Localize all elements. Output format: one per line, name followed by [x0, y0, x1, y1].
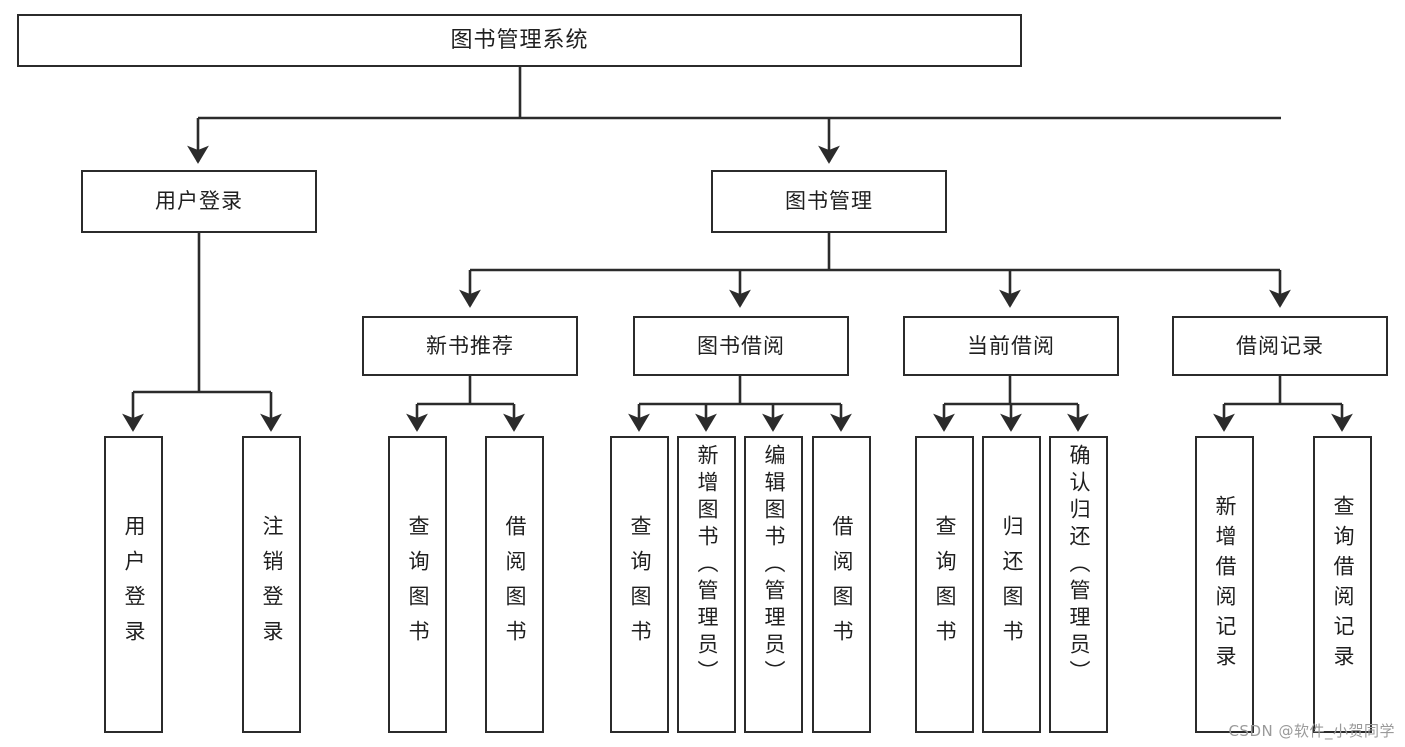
node-label: 借阅记录: [1236, 333, 1324, 358]
csdn-watermark: CSDN @软件_小贺同学: [1228, 722, 1395, 740]
node-label: 查询图书: [406, 514, 430, 655]
node-label: 归还图书: [1000, 514, 1024, 655]
leaf-query-book-current[interactable]: 查询图书: [915, 436, 974, 733]
node-label: 借阅图书: [503, 514, 527, 655]
node-book-manage[interactable]: 图书管理: [711, 170, 947, 233]
node-label: 图书管理系统: [450, 27, 589, 53]
leaf-user-login[interactable]: 用户登录: [104, 436, 163, 733]
node-book-borrow[interactable]: 图书借阅: [633, 316, 849, 376]
leaf-add-book-admin[interactable]: 新增图书（管理员）: [677, 436, 736, 733]
leaf-borrow-book[interactable]: 借阅图书: [812, 436, 871, 733]
leaf-return-book[interactable]: 归还图书: [982, 436, 1041, 733]
node-label: 用户登录: [122, 514, 146, 655]
leaf-confirm-return-admin[interactable]: 确认归还（管理员）: [1049, 436, 1108, 733]
node-label: 查询图书: [933, 514, 957, 655]
leaf-query-book-borrow[interactable]: 查询图书: [610, 436, 669, 733]
leaf-query-borrow-record[interactable]: 查询借阅记录: [1313, 436, 1372, 733]
leaf-add-borrow-record[interactable]: 新增借阅记录: [1195, 436, 1254, 733]
node-label: 新书推荐: [426, 333, 514, 358]
node-label: 图书管理: [785, 189, 873, 214]
node-label: 查询借阅记录: [1331, 494, 1355, 675]
node-label: 借阅图书: [830, 514, 854, 655]
node-label: 注销登录: [260, 514, 284, 655]
leaf-borrow-book-recommend[interactable]: 借阅图书: [485, 436, 544, 733]
node-label: 查询图书: [628, 514, 652, 655]
leaf-query-book-recommend[interactable]: 查询图书: [388, 436, 447, 733]
node-label: 当前借阅: [967, 333, 1055, 358]
node-label: 新增图书（管理员）: [695, 444, 719, 687]
node-current-borrow[interactable]: 当前借阅: [903, 316, 1119, 376]
leaf-edit-book-admin[interactable]: 编辑图书（管理员）: [744, 436, 803, 733]
node-borrow-record[interactable]: 借阅记录: [1172, 316, 1388, 376]
leaf-logout[interactable]: 注销登录: [242, 436, 301, 733]
node-label: 新增借阅记录: [1213, 494, 1237, 675]
node-new-book-recommend[interactable]: 新书推荐: [362, 316, 578, 376]
node-label: 图书借阅: [697, 333, 785, 358]
node-root-system[interactable]: 图书管理系统: [17, 14, 1022, 67]
node-label: 确认归还（管理员）: [1067, 444, 1091, 687]
node-label: 编辑图书（管理员）: [762, 444, 786, 687]
node-user-login[interactable]: 用户登录: [81, 170, 317, 233]
node-label: 用户登录: [155, 189, 243, 214]
